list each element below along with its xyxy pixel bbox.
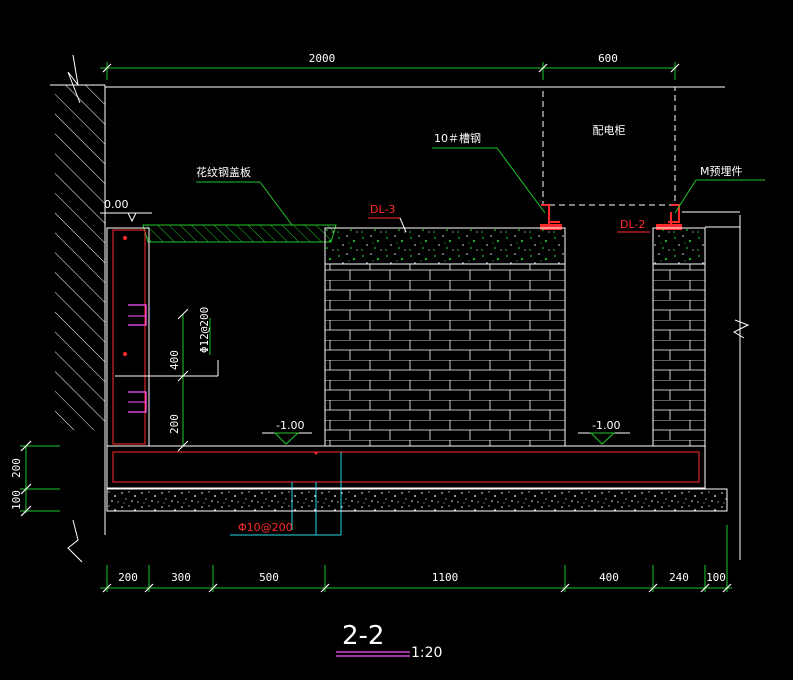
dim-bottom-1: 200 <box>118 571 138 584</box>
left-dimension: 200 100 <box>10 440 60 517</box>
section-scale: 1:20 <box>411 645 442 661</box>
leader-cover: 花纹钢盖板 <box>196 165 293 226</box>
dim-2000: 2000 <box>309 52 336 65</box>
dim-200-inner: 200 <box>168 414 181 434</box>
rebar-bottom-label: Φ10@200 <box>238 521 293 534</box>
dim-400: 400 <box>168 350 181 370</box>
dim-600: 600 <box>598 52 618 65</box>
elevation-top: 0.00 <box>100 198 152 223</box>
dl3-label: DL-3 <box>370 203 395 216</box>
inner-dimension: 400 200 Φ12@200 <box>115 307 219 452</box>
dim-bottom-3: 500 <box>259 571 279 584</box>
dim-bottom-2: 300 <box>171 571 191 584</box>
left-wall <box>50 54 106 563</box>
dim-bottom-4: 1100 <box>432 571 459 584</box>
middle-brick-wall: DL-3 <box>324 203 566 447</box>
dim-200-left: 200 <box>10 458 23 478</box>
dim-bottom-5: 400 <box>599 571 619 584</box>
dim-bottom-6: 240 <box>669 571 689 584</box>
cushion-layer <box>106 488 728 512</box>
channel-steel <box>540 204 682 230</box>
top-dimension: 2000 600 <box>100 52 680 80</box>
leader-embed: M预埋件 <box>674 165 765 214</box>
dl2-label: DL-2 <box>620 218 645 231</box>
elevation-b-label: -1.00 <box>592 419 620 432</box>
right-brick-wall: DL-2 <box>617 218 706 447</box>
elevation-a-label: -1.00 <box>276 419 304 432</box>
cabinet-label: 配电柜 <box>593 124 626 137</box>
section-number: 2-2 <box>342 621 384 651</box>
rebar-vertical-label: Φ12@200 <box>198 307 211 353</box>
elevation-a: -1.00 <box>262 419 312 445</box>
left-channel-wall <box>106 227 150 447</box>
cover-label: 花纹钢盖板 <box>196 165 251 179</box>
embed-label: M预埋件 <box>700 165 743 178</box>
leader-channel: 10＃槽钢 <box>432 132 546 214</box>
dim-bottom-7: 100 <box>706 571 726 584</box>
elevation-b: -1.00 <box>578 419 630 445</box>
channel-label: 10＃槽钢 <box>434 132 481 145</box>
section-title: 2-2 1:20 <box>336 621 442 661</box>
bottom-dimension: 200 300 500 1100 400 240 100 <box>100 525 732 593</box>
elevation-top-label: 0.00 <box>104 198 129 211</box>
cabinet: 配电柜 <box>542 86 676 206</box>
dim-100-left: 100 <box>10 490 23 510</box>
cover-plate <box>142 224 337 243</box>
ground-outline <box>105 86 750 560</box>
